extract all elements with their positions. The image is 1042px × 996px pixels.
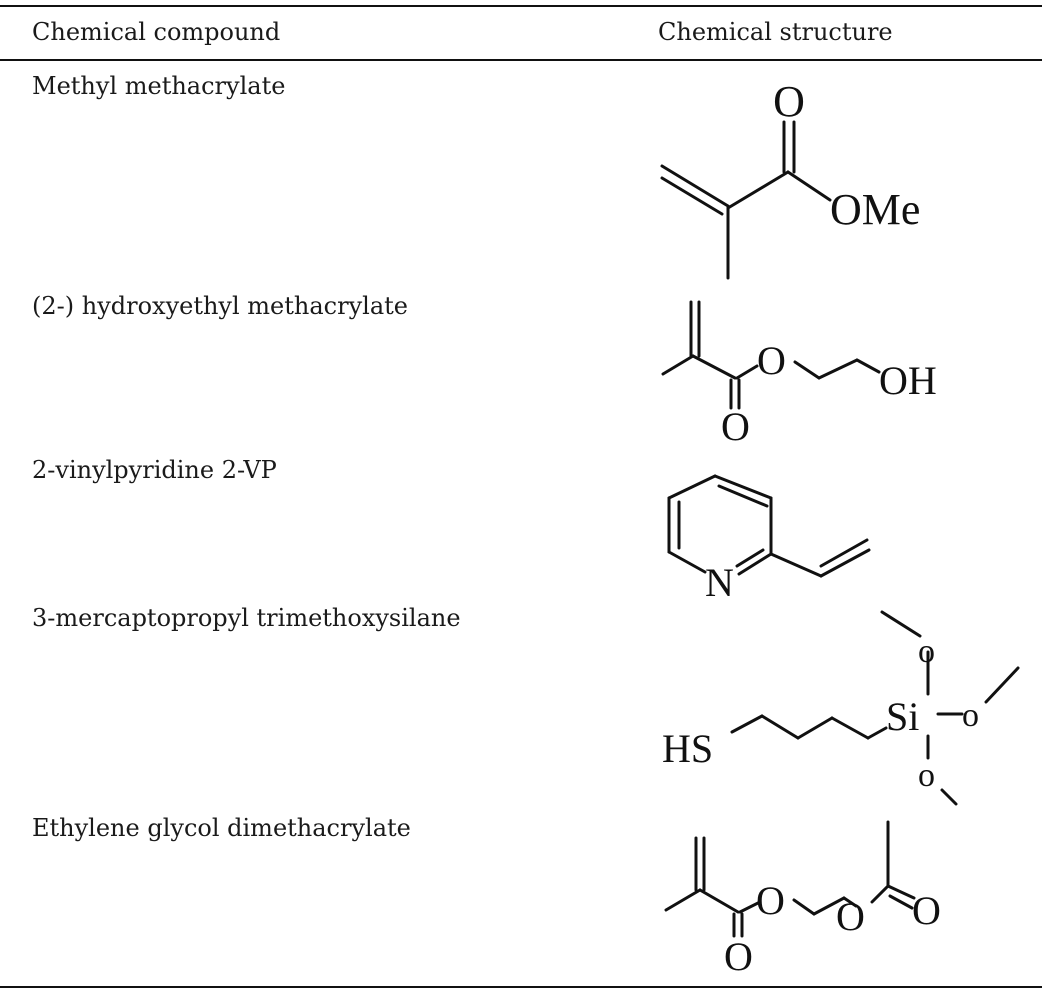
structure-2-vinylpyridine: N — [655, 468, 885, 605]
mpts-right-o-label: o — [962, 697, 979, 734]
mpts-hs-label: HS — [662, 726, 713, 771]
hema-oh-label: OH — [879, 358, 937, 403]
egdma-carbonyl-o1-label: O — [724, 934, 753, 979]
mma-carbonyl-o-label: O — [773, 77, 805, 126]
vp-nitrogen-label: N — [705, 560, 734, 605]
mpts-bottom-o-label: o — [918, 757, 935, 794]
table-top-rule — [0, 5, 1042, 7]
compound-name-mercaptopropyl-trimethoxysilane: 3-mercaptopropyl trimethoxysilane — [32, 604, 461, 632]
header-chemical-compound: Chemical compound — [32, 18, 281, 46]
egdma-ester-o2-label: O — [836, 894, 865, 939]
compound-name-hydroxyethyl-methacrylate: (2-) hydroxyethyl methacrylate — [32, 292, 408, 320]
structure-mercaptopropyl-trimethoxysilane: HS Si o o o — [660, 610, 1030, 810]
egdma-ester-o1-label: O — [756, 878, 785, 923]
structure-ethylene-glycol-dimethacrylate: O O O O — [660, 820, 970, 980]
compound-name-ethylene-glycol-dimethacrylate: Ethylene glycol dimethacrylate — [32, 814, 411, 842]
mpts-top-o-label: o — [918, 633, 935, 670]
table-header-rule — [0, 59, 1042, 61]
hema-carbonyl-o-label: O — [721, 404, 750, 449]
structure-methyl-methacrylate: O OMe — [650, 77, 950, 283]
header-chemical-structure: Chemical structure — [658, 18, 893, 46]
mpts-si-label: Si — [886, 694, 919, 739]
mma-ome-label: OMe — [830, 185, 920, 234]
structure-hydroxyethyl-methacrylate: O OH O — [655, 300, 975, 450]
hema-ester-o-label: O — [757, 338, 786, 383]
egdma-carbonyl-o2-label: O — [912, 888, 941, 933]
compound-name-methyl-methacrylate: Methyl methacrylate — [32, 72, 286, 100]
compound-name-2-vinylpyridine: 2-vinylpyridine 2-VP — [32, 456, 277, 484]
table-bottom-rule — [0, 986, 1042, 988]
